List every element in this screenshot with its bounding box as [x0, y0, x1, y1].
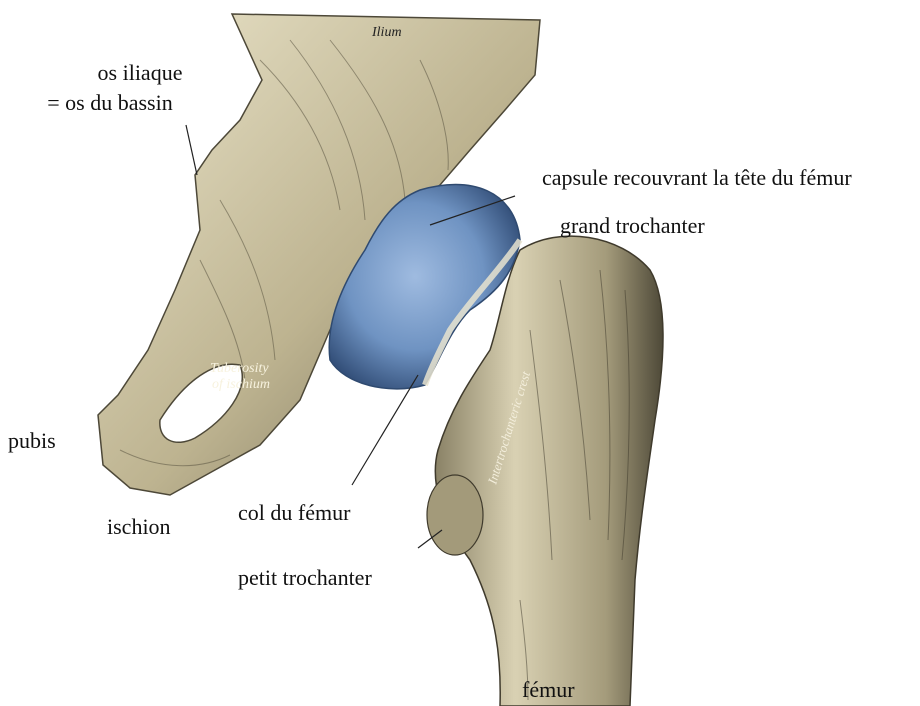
engraved-label-tuberosity-1: Tuberosity [210, 361, 269, 376]
label-grand-trochanter: grand trochanter [560, 213, 705, 239]
label-os-iliaque: os iliaque [50, 60, 230, 86]
label-capsule: capsule recouvrant la tête du fémur [542, 165, 852, 191]
label-petit-trochanter: petit trochanter [238, 565, 372, 591]
label-ischion: ischion [107, 514, 171, 540]
engraved-label-tuberosity-2: of ischium [212, 377, 270, 392]
label-femur: fémur [522, 677, 575, 703]
label-pubis: pubis [8, 428, 56, 454]
engraved-label-ilium: Ilium [371, 25, 402, 40]
lesser-trochanter [427, 475, 483, 555]
label-col-du-femur: col du fémur [238, 500, 350, 526]
label-os-du-bassin: = os du bassin [20, 90, 200, 116]
